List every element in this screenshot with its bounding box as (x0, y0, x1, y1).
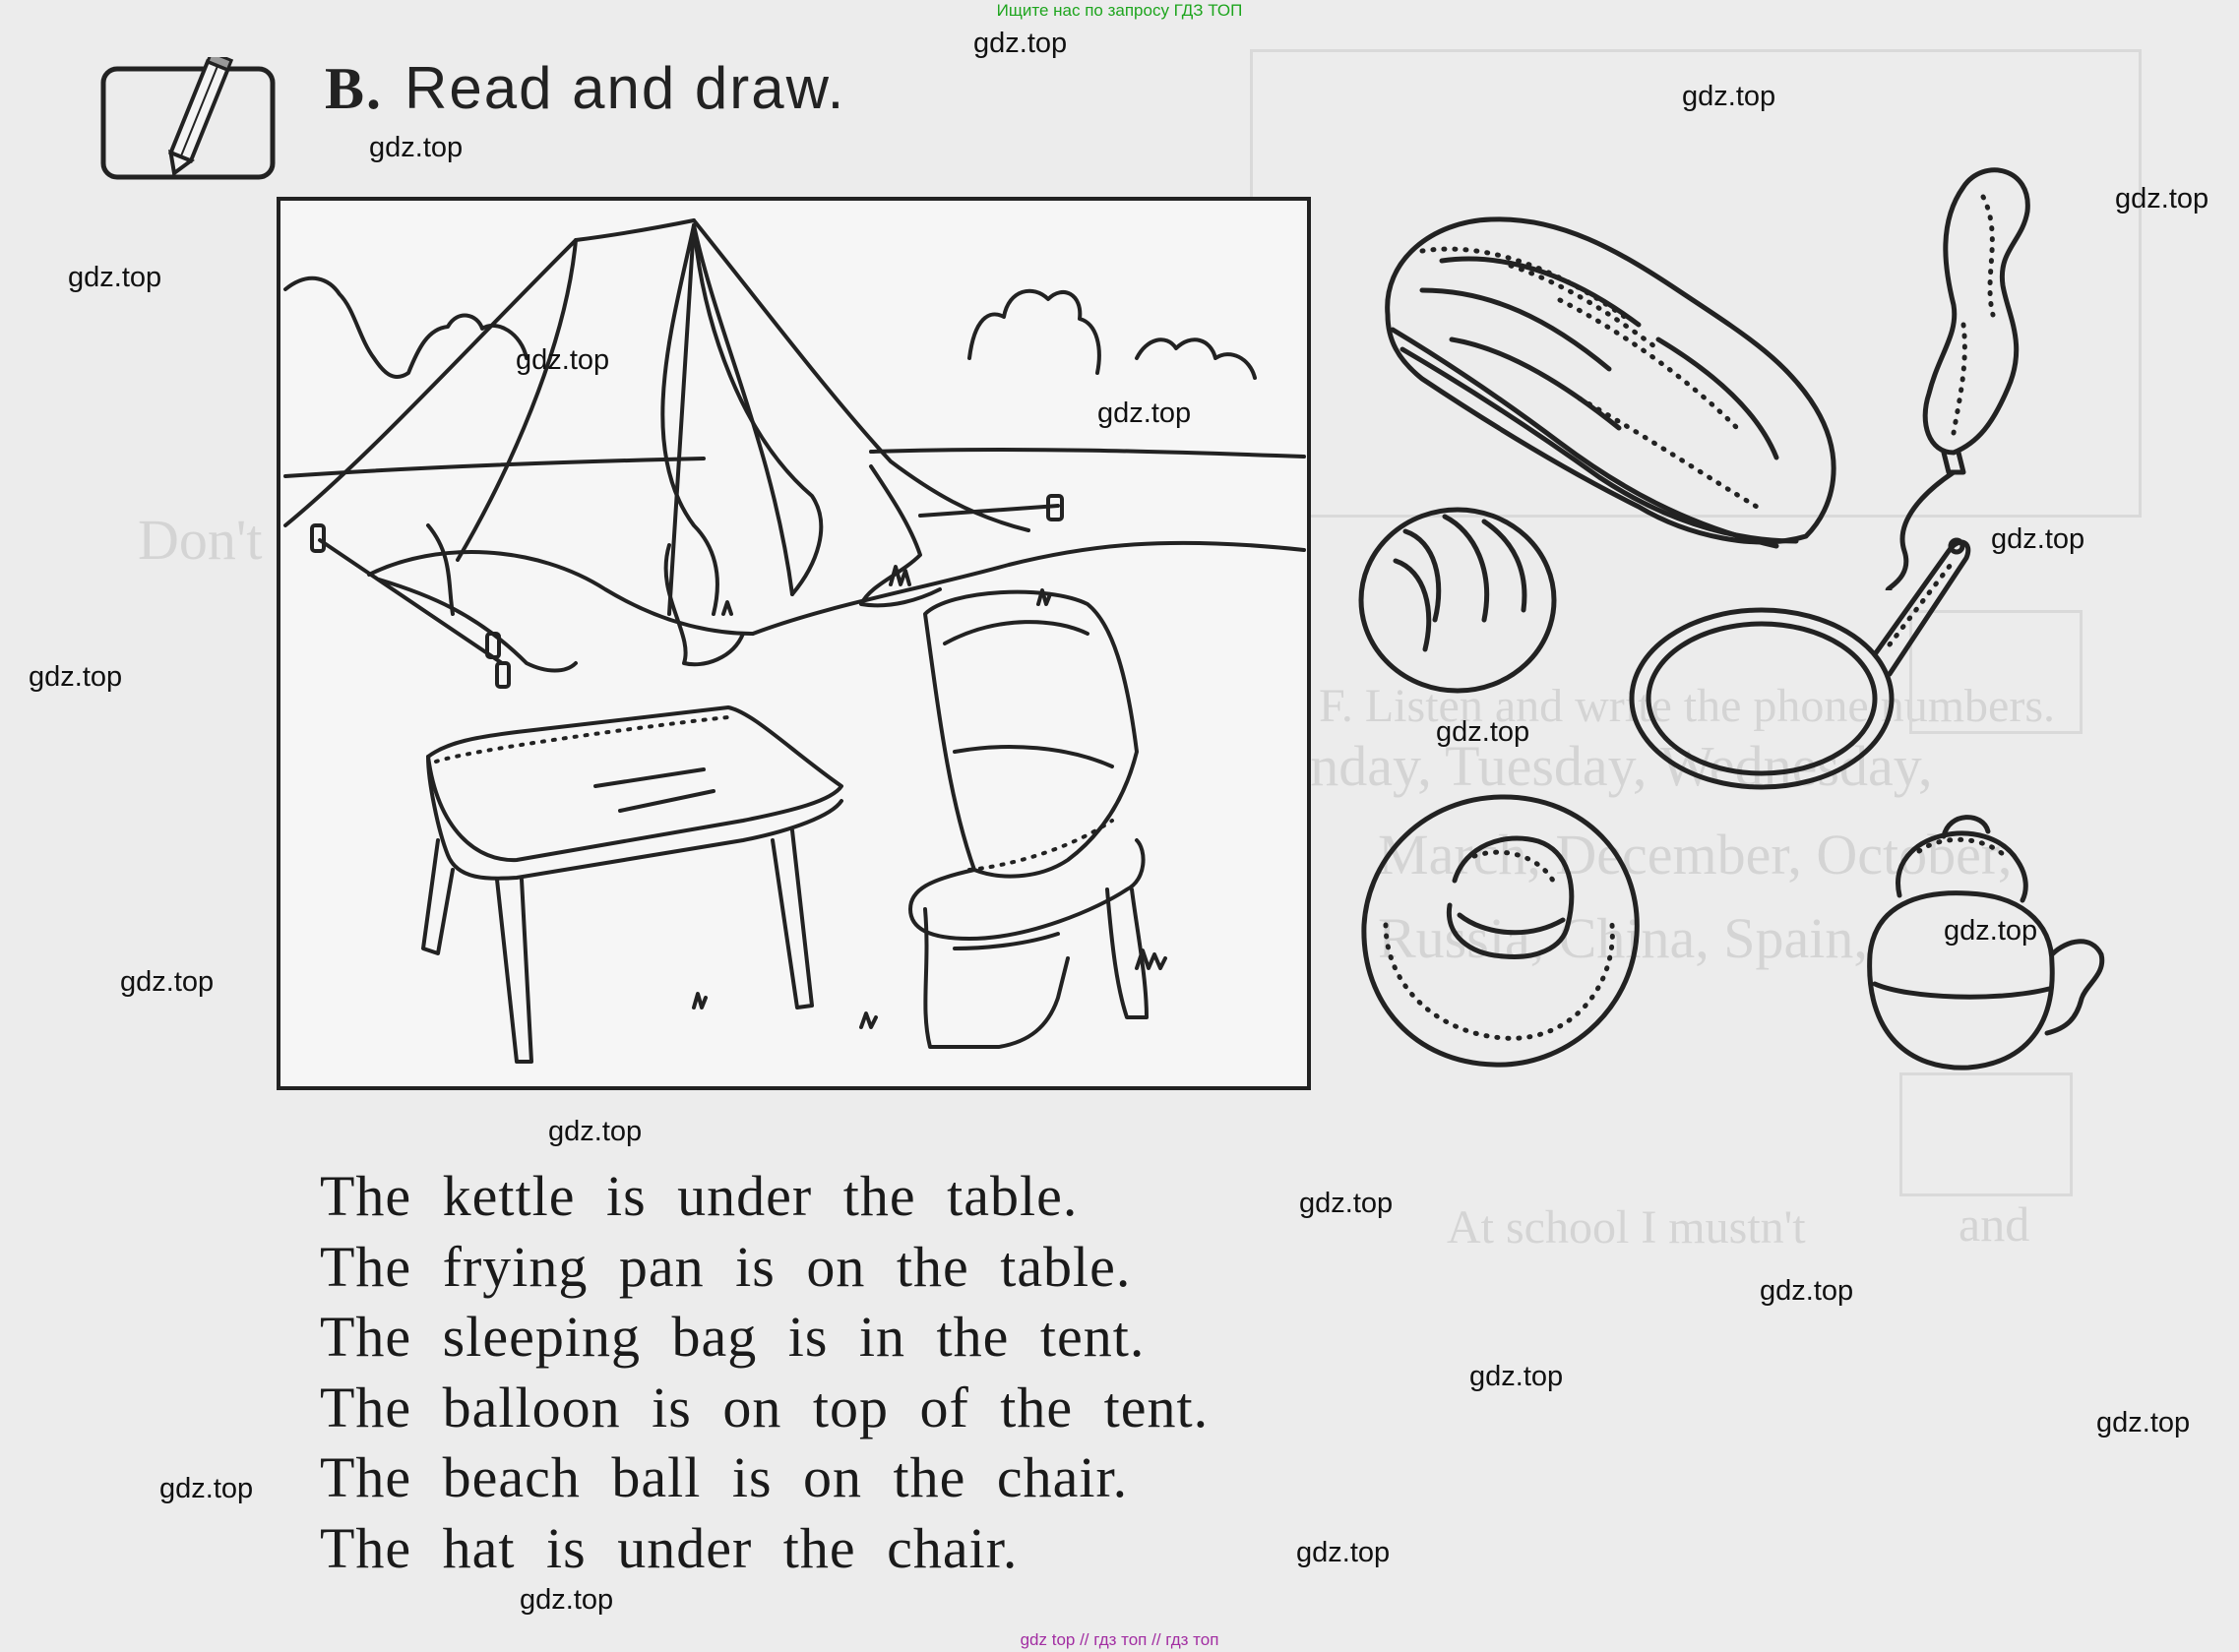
watermark: gdz.top (369, 132, 464, 163)
watermark: gdz.top (1944, 915, 2038, 947)
watermark: gdz.top (1991, 523, 2085, 555)
show-through-2: Sunday, Tuesday, Wednesday, (1250, 734, 1933, 798)
sleeping-bag-icon (1385, 216, 1836, 549)
watermark: gdz.top (1469, 1361, 1564, 1392)
sentence-list: The kettle is under the table. The fryin… (320, 1161, 1209, 1583)
exercise-instruction: Read and draw. (404, 55, 846, 121)
watermark: gdz.top (159, 1473, 254, 1504)
show-through-7: and (1959, 1196, 2030, 1252)
exercise-heading: B. Read and draw. (325, 54, 845, 123)
hat-icon (1361, 794, 1640, 1068)
tent-picture (277, 197, 1311, 1090)
show-through-frame-3 (1899, 1072, 2073, 1196)
watermark: gdz.top (1760, 1275, 1854, 1307)
sentence-hat: The hat is under the chair. (320, 1515, 1019, 1580)
frying-pan-icon (1629, 537, 1971, 790)
exercise-letter: B. (325, 56, 384, 121)
tent-scene-drawing (283, 218, 1306, 1064)
watermark: gdz.top (29, 661, 123, 693)
watermark: gdz.top (516, 344, 610, 376)
watermark: gdz.top (1682, 81, 1776, 112)
sentence-balloon: The balloon is on top of the tent. (320, 1375, 1210, 1439)
sentence-kettle: The kettle is under the table. (320, 1164, 1079, 1228)
watermark: gdz.top (1296, 1537, 1391, 1568)
pencil-icon (100, 57, 276, 180)
watermark: gdz.top (520, 1584, 614, 1616)
show-through-6: At school I mustn't (1447, 1201, 1806, 1254)
balloon-icon (1885, 167, 2030, 590)
watermark: gdz.top (120, 966, 215, 998)
watermark: gdz.top (973, 28, 1068, 59)
sentence-sleeping-bag: The sleeping bag is in the tent. (320, 1305, 1146, 1369)
watermark: gdz.top (548, 1116, 643, 1147)
watermark: gdz.top (2115, 183, 2209, 214)
sentence-beach-ball: The beach ball is on the chair. (320, 1445, 1129, 1509)
watermark: gdz.top (1097, 398, 1192, 429)
watermark: gdz.top (1299, 1188, 1394, 1219)
bottom-site-note: gdz top // гдз топ // гдз топ (1020, 1630, 1219, 1649)
top-search-note: Ищите нас по запросу ГДЗ ТОП (996, 1, 1243, 20)
beach-ball-icon (1358, 507, 1557, 694)
sentence-frying-pan: The frying pan is on the table. (320, 1234, 1132, 1299)
show-through-frame-2 (1909, 610, 2083, 734)
kettle-icon (1867, 815, 2105, 1071)
watermark: gdz.top (2096, 1407, 2191, 1438)
watermark: gdz.top (1436, 716, 1530, 748)
watermark: gdz.top (68, 262, 162, 293)
